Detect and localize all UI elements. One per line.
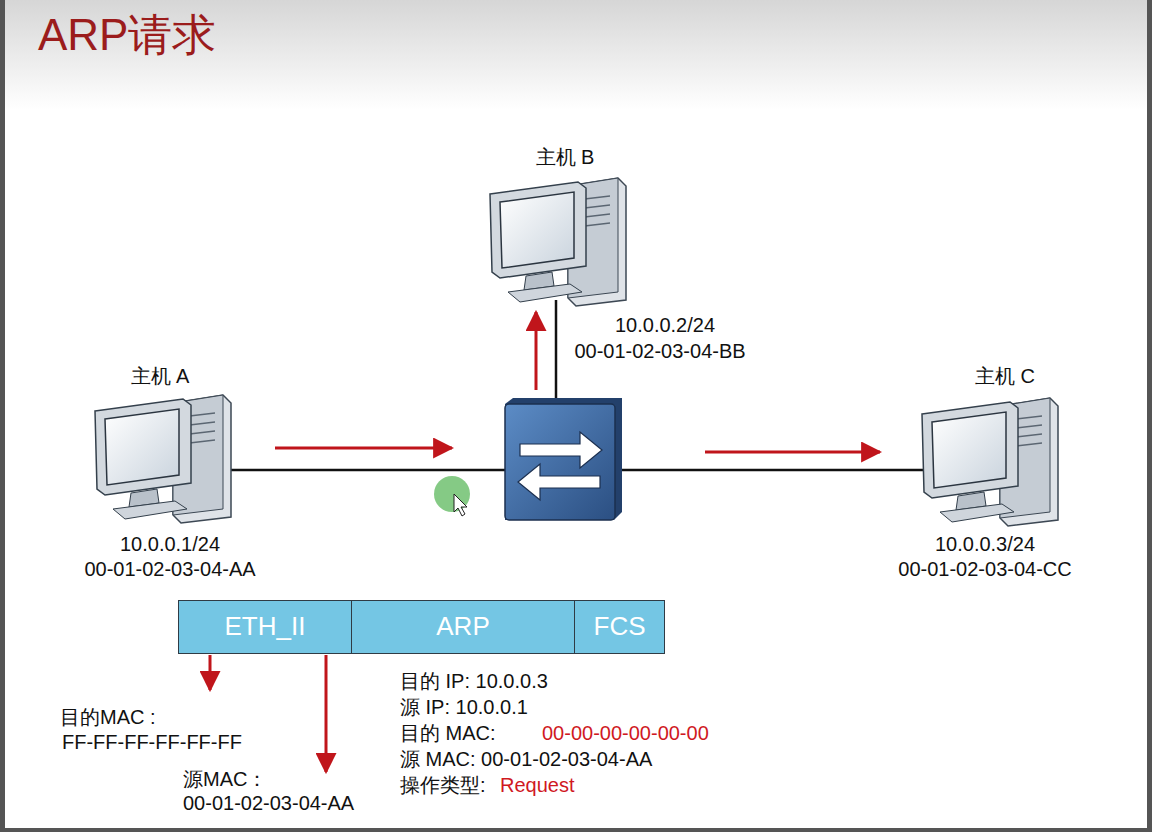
field-name: 操作类型: xyxy=(400,774,486,797)
flow-arrow xyxy=(535,312,538,390)
flow-arrow xyxy=(705,451,880,454)
arp-field: 目的 IP: 10.0.0.3 xyxy=(400,670,548,693)
mac-value: FF-FF-FF-FF-FF-FF xyxy=(62,731,242,754)
field-name: 目的 MAC: xyxy=(400,722,496,745)
host-name: 主机 A xyxy=(131,365,190,388)
host-name: 主机 C xyxy=(975,365,1035,388)
ip-address: 10.0.0.1/24 xyxy=(120,533,220,556)
cable xyxy=(230,469,505,472)
mac-address: 00-01-02-03-04-AA xyxy=(84,558,255,581)
computer-icon xyxy=(95,395,231,523)
page-border xyxy=(0,828,1152,832)
computer-icon xyxy=(922,398,1058,526)
cable xyxy=(555,300,558,400)
page-border xyxy=(0,0,5,832)
page-border xyxy=(1147,0,1152,832)
host-node: 主机 B 10.0.0.2/24 00-01-02-03-04-BB xyxy=(470,140,770,370)
field-name: ARP xyxy=(436,612,489,642)
field-name: FCS xyxy=(594,612,646,642)
host-name: 主机 B xyxy=(536,146,595,169)
computer-icon xyxy=(490,178,626,306)
field-name: ETH_II xyxy=(225,612,306,642)
switch-icon xyxy=(505,398,622,520)
host-node: 主机 A 10.0.0.1/2400-01-02-03-04-AA xyxy=(60,360,290,585)
mac-address: 00-01-02-03-04-BB xyxy=(574,340,745,363)
mac-value: 00-01-02-03-04-AA xyxy=(183,792,354,815)
header-band xyxy=(0,0,1152,110)
mac-value: 00-00-00-00-00-00 xyxy=(542,722,709,745)
slide-title: ARP请求 xyxy=(38,10,216,61)
flow-arrow xyxy=(209,655,212,690)
ip-address: 10.0.0.2/24 xyxy=(615,314,715,337)
field-name: 源MAC： xyxy=(183,768,267,791)
flow-arrow xyxy=(325,655,328,772)
cable xyxy=(620,469,925,472)
ip-address: 10.0.0.3/24 xyxy=(935,533,1035,556)
field-name: 目的MAC : xyxy=(60,706,156,729)
frame-field: ETH_II xyxy=(178,600,352,654)
host-node: 主机 C 10.0.0.3/2400-01-02-03-04-CC xyxy=(880,360,1105,585)
frame-field: ARP xyxy=(351,600,575,654)
mouse-cursor xyxy=(454,494,467,516)
flow-arrow xyxy=(275,447,452,450)
arp-field: 源 IP: 10.0.0.1 xyxy=(400,696,528,719)
operation-value: Request xyxy=(500,774,575,797)
arp-field: 源 MAC: 00-01-02-03-04-AA xyxy=(400,748,652,771)
frame-field: FCS xyxy=(574,600,665,654)
mac-address: 00-01-02-03-04-CC xyxy=(898,558,1071,581)
